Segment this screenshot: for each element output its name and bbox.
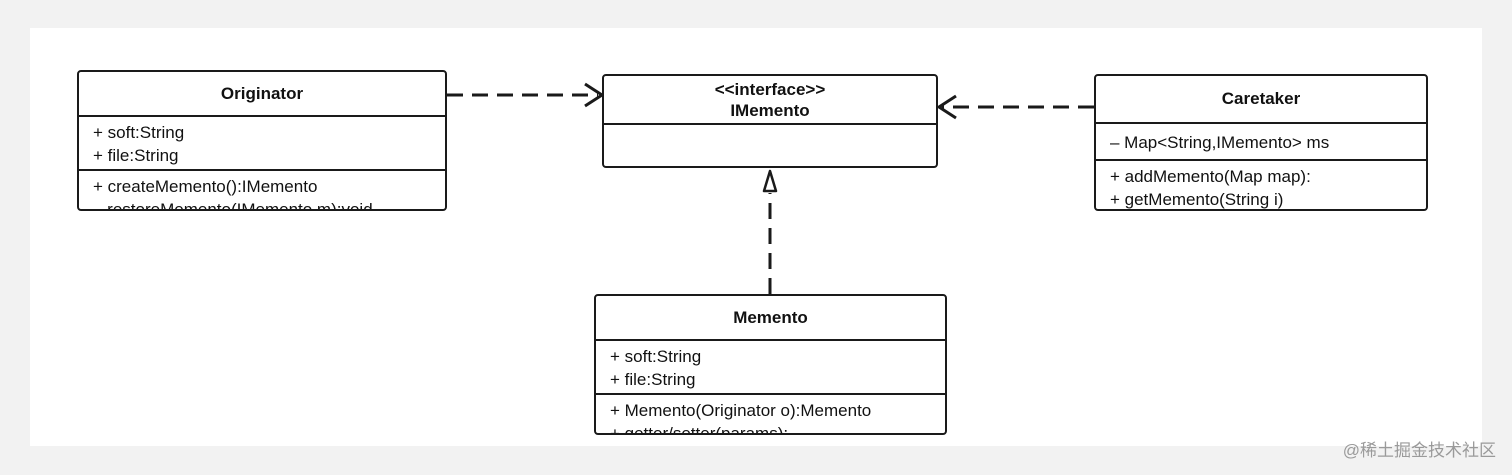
- attributes-memento: + soft:String + file:String: [596, 341, 945, 395]
- attribute-row: + file:String: [610, 370, 696, 389]
- method-row: + addMemento(Map map):: [1110, 167, 1311, 186]
- class-name-imemento: <<interface>> IMemento: [604, 76, 936, 125]
- methods-originator: + createMemento():IMemento – restoreMeme…: [79, 171, 445, 211]
- attribute-row: + soft:String: [610, 347, 702, 366]
- class-name-originator: Originator: [79, 72, 445, 117]
- class-name-memento: Memento: [596, 296, 945, 341]
- methods-caretaker: + addMemento(Map map): + getMemento(Stri…: [1096, 161, 1426, 209]
- method-row: – restoreMemento(IMemento m):void: [93, 200, 373, 211]
- attributes-originator: + soft:String + file:String: [79, 117, 445, 171]
- class-memento[interactable]: Memento + soft:String + file:String + Me…: [594, 294, 947, 435]
- watermark: @稀土掘金技术社区: [1342, 441, 1496, 460]
- attributes-caretaker: – Map<String,IMemento> ms: [1096, 124, 1426, 161]
- empty-compartment: [604, 125, 936, 165]
- method-row: + getMemento(String i): [1110, 190, 1284, 209]
- method-row: + createMemento():IMemento: [93, 177, 318, 196]
- methods-memento: + Memento(Originator o):Memento + getter…: [596, 395, 945, 435]
- stereotype-label: <<interface>>: [714, 79, 826, 99]
- method-row: + Memento(Originator o):Memento: [610, 401, 872, 420]
- attribute-row: + soft:String: [93, 123, 185, 142]
- class-imemento[interactable]: <<interface>> IMemento: [602, 74, 938, 168]
- class-name-caretaker: Caretaker: [1096, 76, 1426, 124]
- interface-name: IMemento: [730, 100, 810, 120]
- class-caretaker[interactable]: Caretaker – Map<String,IMemento> ms + ad…: [1094, 74, 1428, 211]
- method-row: + getter/setter(params):: [610, 424, 789, 435]
- class-originator[interactable]: Originator + soft:String + file:String +…: [77, 70, 447, 211]
- attribute-row: + file:String: [93, 146, 179, 165]
- attribute-row: – Map<String,IMemento> ms: [1110, 133, 1330, 152]
